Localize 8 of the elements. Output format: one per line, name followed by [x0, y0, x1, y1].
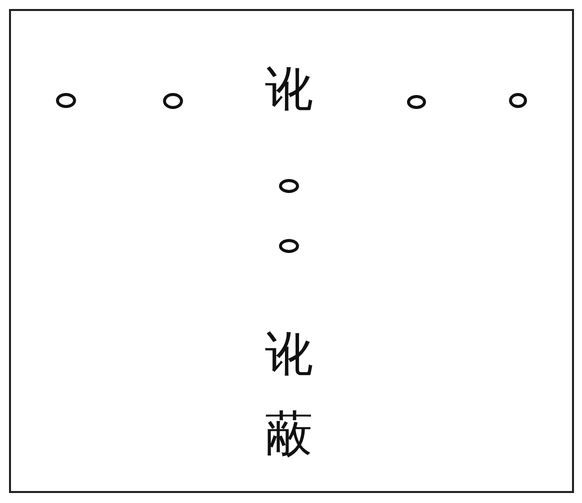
small-circle: [163, 93, 183, 109]
small-circle: [509, 93, 527, 108]
small-circle: [279, 179, 299, 193]
character-text: 讹蔽: [264, 325, 314, 464]
small-circle: [407, 95, 426, 109]
small-circle: [56, 93, 76, 108]
character-text: 讹: [264, 60, 314, 119]
small-circle: [279, 239, 299, 253]
